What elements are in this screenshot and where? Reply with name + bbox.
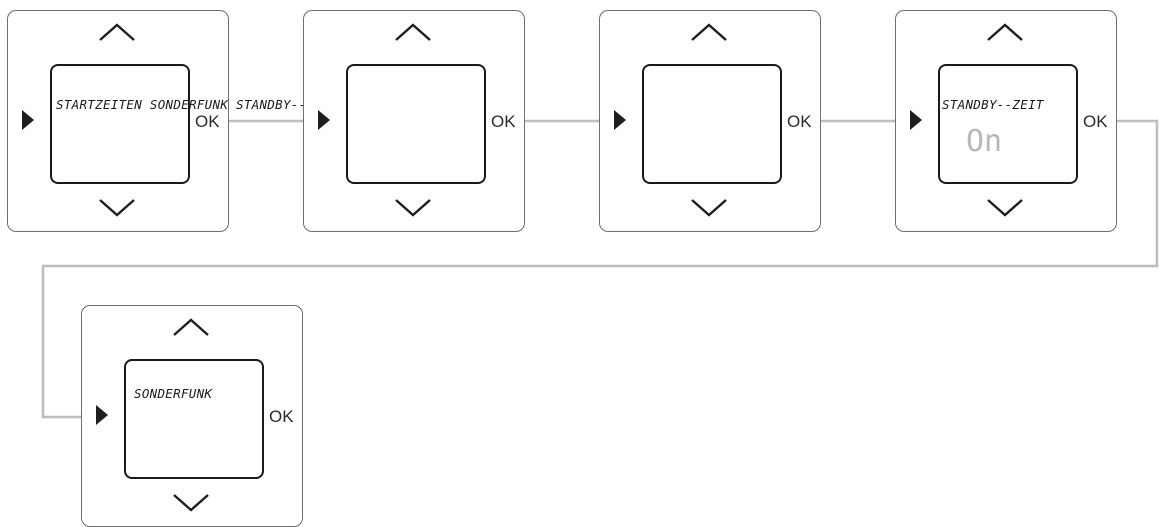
lcd-display bbox=[50, 64, 190, 184]
triangle-right-icon[interactable] bbox=[910, 110, 922, 130]
chevron-up-icon[interactable] bbox=[689, 21, 729, 43]
ok-button[interactable]: OK bbox=[1083, 112, 1108, 131]
chevron-up-icon[interactable] bbox=[97, 21, 137, 43]
lcd-display bbox=[346, 64, 486, 184]
triangle-right-icon[interactable] bbox=[614, 110, 626, 130]
device-panel-1: STARTZEITEN SONDERFUNK STANDBY--ZEIT OK bbox=[7, 10, 337, 232]
ok-button[interactable]: OK bbox=[269, 407, 294, 426]
ok-button[interactable]: OK bbox=[195, 112, 220, 131]
lcd-display bbox=[642, 64, 782, 184]
device-panel-2: OK bbox=[303, 10, 525, 232]
chevron-up-icon[interactable] bbox=[171, 316, 211, 338]
display-text: STANDBY--ZEIT bbox=[942, 97, 1044, 112]
connector-4-5 bbox=[41, 119, 1159, 419]
ok-button[interactable]: OK bbox=[491, 112, 516, 131]
chevron-down-icon[interactable] bbox=[985, 197, 1025, 219]
device-panel-4: STANDBY--ZEIT On OK bbox=[895, 10, 1117, 232]
chevron-down-icon[interactable] bbox=[171, 492, 211, 514]
display-value: On bbox=[966, 124, 1003, 159]
display-text: SONDERFUNK bbox=[134, 386, 213, 401]
triangle-right-icon[interactable] bbox=[96, 405, 108, 425]
chevron-down-icon[interactable] bbox=[689, 197, 729, 219]
device-panel-3: OK bbox=[599, 10, 821, 232]
chevron-up-icon[interactable] bbox=[393, 21, 433, 43]
ok-button[interactable]: OK bbox=[787, 112, 812, 131]
chevron-up-icon[interactable] bbox=[985, 21, 1025, 43]
display-text: STARTZEITEN SONDERFUNK STANDBY--ZEIT bbox=[56, 97, 338, 112]
device-panel-5: SONDERFUNK OK bbox=[81, 305, 303, 527]
lcd-display bbox=[124, 359, 264, 479]
triangle-right-icon[interactable] bbox=[22, 110, 34, 130]
lcd-display bbox=[938, 64, 1078, 184]
chevron-down-icon[interactable] bbox=[97, 197, 137, 219]
chevron-down-icon[interactable] bbox=[393, 197, 433, 219]
triangle-right-icon[interactable] bbox=[318, 110, 330, 130]
